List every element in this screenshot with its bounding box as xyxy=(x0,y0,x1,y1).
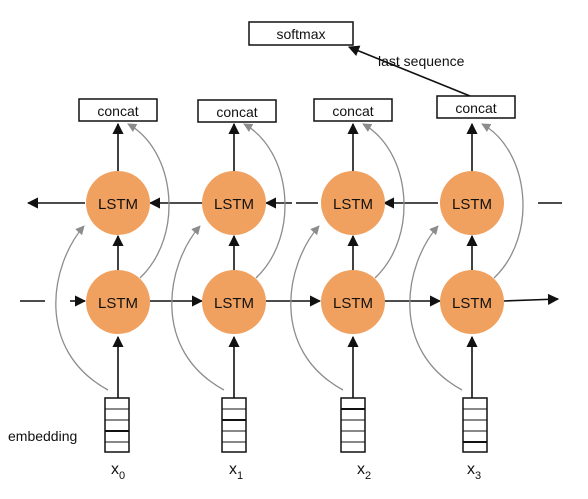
lstm-label: LSTM xyxy=(214,295,254,312)
bottom-lstm-node: LSTM xyxy=(86,270,150,334)
concat-node: concat xyxy=(197,99,277,123)
bottom-lstm-node: LSTM xyxy=(321,270,385,334)
bottom-lstm-node: LSTM xyxy=(440,270,504,334)
concat-label: concat xyxy=(455,100,496,116)
embedding-vector xyxy=(462,397,488,453)
top-lstm-node: LSTM xyxy=(321,171,385,235)
concat-label: concat xyxy=(332,103,373,119)
softmax-label: softmax xyxy=(276,26,325,42)
input-label: x3 xyxy=(467,461,481,482)
last-sequence-label: last sequence xyxy=(378,53,465,69)
embedding-vector xyxy=(221,397,247,453)
concat-label: concat xyxy=(97,103,138,119)
softmax-node: softmax xyxy=(248,21,354,46)
lstm-label: LSTM xyxy=(98,196,138,213)
lstm-label: LSTM xyxy=(452,295,492,312)
concat-node: concat xyxy=(436,95,516,119)
embedding-vector xyxy=(340,397,366,453)
lstm-label: LSTM xyxy=(98,295,138,312)
input-label: x2 xyxy=(357,461,371,482)
last-sequence-arrow xyxy=(347,45,471,97)
lstm-label: LSTM xyxy=(333,295,373,312)
top-lstm-node: LSTM xyxy=(440,171,504,235)
concat-node: concat xyxy=(78,98,158,122)
concat-label: concat xyxy=(216,104,257,120)
embedding-label: embedding xyxy=(8,428,77,444)
lstm-label: LSTM xyxy=(333,196,373,213)
embedding-vector xyxy=(104,397,130,453)
forward-edges xyxy=(20,293,560,307)
column-2: LSTM LSTM concat x2 xyxy=(290,98,405,482)
column-1: LSTM LSTM concat x1 xyxy=(171,99,286,482)
lstm-label: LSTM xyxy=(452,196,492,213)
bottom-lstm-node: LSTM xyxy=(202,270,266,334)
input-label: x1 xyxy=(229,461,243,482)
column-0: LSTM LSTM concat x0 xyxy=(55,98,170,482)
top-lstm-node: LSTM xyxy=(202,171,266,235)
lstm-label: LSTM xyxy=(214,196,254,213)
top-lstm-node: LSTM xyxy=(86,171,150,235)
concat-node: concat xyxy=(313,98,393,122)
column-3: LSTM LSTM concat x3 xyxy=(409,95,524,482)
input-label: x0 xyxy=(111,461,125,482)
